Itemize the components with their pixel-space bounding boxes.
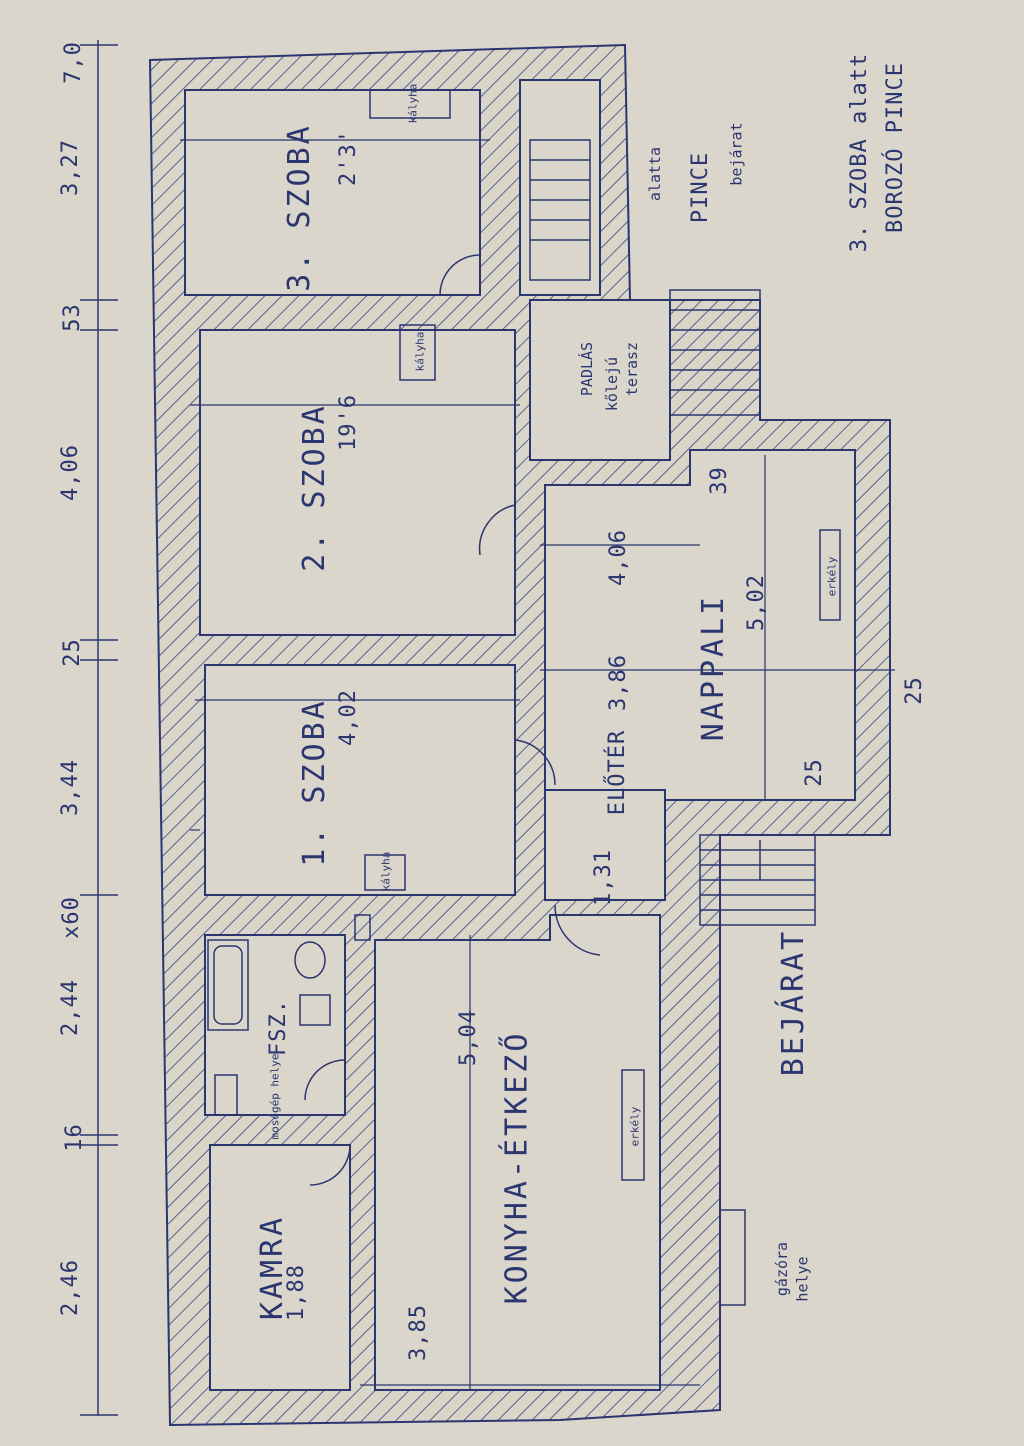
label-kalyha-2: kályha [413, 331, 427, 372]
note-garazs-2: helye [793, 1256, 812, 1302]
sink-icon [299, 994, 331, 1026]
room-konyha [374, 914, 661, 1391]
room-padlas [529, 299, 671, 461]
top-dim-2: 3,27 [57, 139, 83, 196]
note-borozo-2: BOROZÓ PINCE [882, 62, 908, 233]
room-sub-padlas-1: kőlejú [603, 356, 622, 412]
top-dim-6: 3,44 [57, 759, 83, 816]
door-swings [304, 254, 761, 1186]
label-dim-39: 39 [706, 466, 732, 495]
room-eloter [544, 789, 666, 901]
room-dim-konyha-length: 3,85 [405, 1304, 431, 1361]
note-pince-2: bejárat [727, 122, 746, 186]
room-3-szoba [184, 89, 481, 296]
room-2-szoba [199, 329, 516, 636]
washing-machine-icon [214, 1074, 238, 1116]
note-garazs-1: gázóra [773, 1241, 792, 1297]
note-pince-1: PINCE [688, 151, 714, 224]
room-area-szoba3: 2'3' [335, 129, 361, 186]
top-dim-9: 16 [61, 1123, 87, 1152]
fixtures [207, 89, 841, 1306]
room-dim-nappali-width: 5,02 [743, 574, 769, 631]
room-label-szoba2: 2. SZOBA [296, 403, 332, 572]
room-value-eloter: 1,31 [590, 849, 616, 906]
label-kalyha-3: kályha [379, 851, 393, 892]
label-erkely-2: erkély [628, 1106, 642, 1147]
room-1-szoba [204, 664, 516, 896]
room-label-szoba3: 3. SZOBA [281, 123, 317, 292]
bathtub-icon [207, 939, 249, 1031]
room-sub-padlas-2: terasz [623, 341, 642, 397]
balcony-icon-1 [819, 529, 841, 621]
room-label-eloter: ELŐTÉR [605, 729, 631, 816]
label-erkely-1: erkély [825, 556, 839, 597]
garage-meter-box [719, 1209, 746, 1306]
top-dim-5: 25 [59, 638, 85, 667]
note-borozo-1: 3. SZOBA alatt [847, 52, 873, 253]
room-kamra [209, 1144, 351, 1391]
interior-dimension-lines [180, 139, 895, 1390]
room-label-szoba1: 1. SZOBA [296, 698, 332, 867]
room-dim-kamra-width: 1,88 [283, 1264, 309, 1321]
top-dim-8: 2,44 [57, 979, 83, 1036]
stove-icon-3 [364, 854, 406, 891]
room-label-furdo: FSZ. [265, 999, 291, 1056]
top-dim-7: x60 [58, 896, 84, 939]
stove-icon-1 [369, 89, 451, 119]
room-dim-nappali-length: 3,86 [605, 654, 631, 711]
note-bejarat: BEJÁRAT [776, 928, 812, 1077]
top-dim-3: 53 [59, 303, 85, 332]
stairs [529, 139, 816, 926]
stove-icon-2 [399, 324, 436, 381]
room-dim-nappali-depth: 4,06 [605, 529, 631, 586]
room-area-szoba1: 4,02 [335, 689, 361, 746]
toilet-icon [294, 941, 326, 979]
top-dim-1: 7,0 [60, 41, 86, 84]
room-label-padlas: PADLÁS [578, 341, 597, 397]
top-dim-4: 4,06 [57, 444, 83, 501]
room-label-nappali: NAPPALI [696, 593, 732, 742]
room-label-konyha: KONYHA-ÉTKEZŐ [499, 1030, 535, 1305]
room-dim-konyha-width: 5,04 [455, 1009, 481, 1066]
dimension-line [80, 40, 118, 1416]
label-dim-25a: 25 [801, 758, 827, 787]
room-pince-stairs [519, 79, 601, 296]
top-dim-10: 2,46 [57, 1259, 83, 1316]
room-area-szoba2: 19'6 [335, 394, 361, 451]
balcony-icon-2 [621, 1069, 645, 1181]
note-pince-alatt: alatta [646, 146, 665, 202]
room-note-furdo: mosógép helye [268, 1053, 282, 1140]
label-dim-25b: 25 [901, 676, 927, 705]
label-kalyha-1: kályha [406, 83, 420, 124]
